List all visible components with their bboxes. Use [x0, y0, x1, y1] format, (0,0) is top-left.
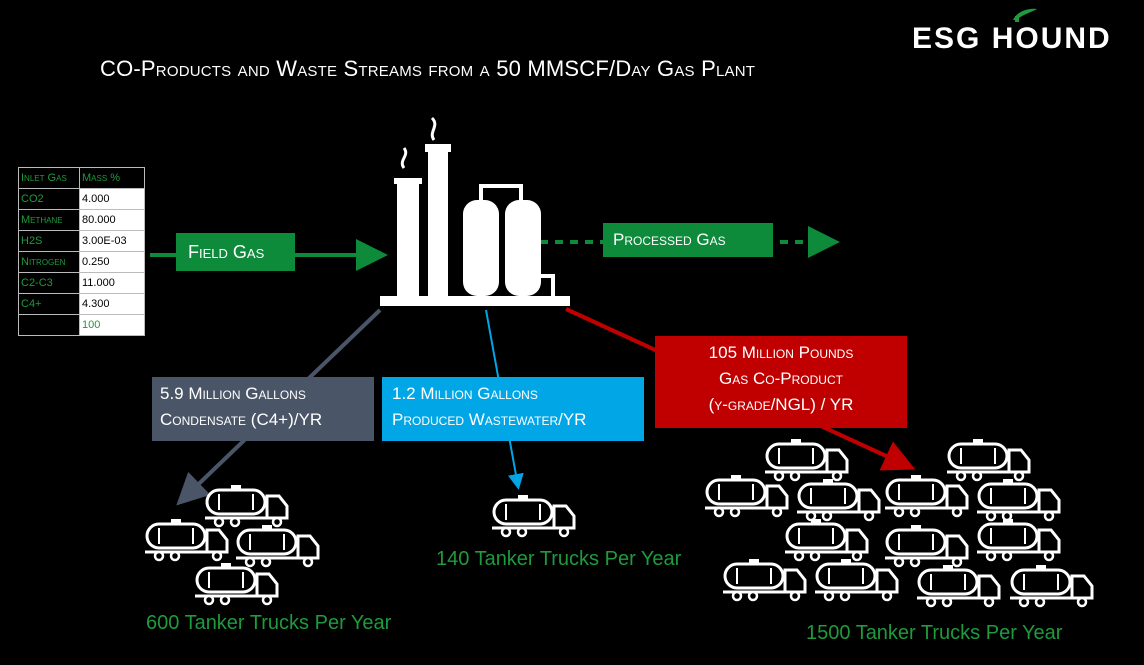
tanker-truck-icon: [145, 519, 229, 562]
gas-coproduct-truck-count: 1500 Tanker Trucks Per Year: [806, 622, 1063, 644]
tanker-truck-icon: [917, 565, 1001, 608]
tanker-truck-icon: [205, 485, 289, 528]
gas-coproduct-line2: Gas Co-Product: [719, 369, 843, 388]
gas-coproduct-line1: 105 Million Pounds: [708, 343, 854, 362]
table-row: C4+4.300: [18, 293, 145, 315]
tanker-truck-icon: [705, 475, 789, 518]
tanker-truck-icon: [885, 475, 969, 518]
condensate-line2: Condensate (C4+)/YR: [160, 410, 323, 429]
page-title: CO-Products and Waste Streams from a 50 …: [100, 56, 756, 81]
total-value: 100: [79, 314, 145, 336]
gas-coproduct-box: 105 Million Pounds Gas Co-Product (y-gra…: [655, 336, 907, 428]
tanker-truck-icon: [885, 525, 969, 568]
wastewater-truck-count: 140 Tanker Trucks Per Year: [436, 548, 682, 570]
logo-leaf-icon: [1013, 8, 1037, 22]
component-name: Methane: [18, 209, 80, 231]
tanker-truck-icon: [815, 559, 899, 602]
tanker-truck-icon: [977, 479, 1061, 522]
gas-coproduct-trucks: [705, 439, 1094, 608]
component-value: 4.300: [79, 293, 145, 315]
tanker-truck-icon: [1010, 565, 1094, 608]
gas-coproduct-line3: (y-grade/NGL) / YR: [708, 395, 854, 414]
wastewater-trucks: [492, 495, 576, 538]
tanker-truck-icon: [723, 559, 807, 602]
tanker-truck-icon: [797, 479, 881, 522]
condensate-truck-count: 600 Tanker Trucks Per Year: [146, 612, 392, 634]
component-name: H2S: [18, 230, 80, 252]
component-value: 4.000: [79, 188, 145, 210]
condensate-trucks: [145, 485, 320, 606]
brand-logo: ESG HOUND: [912, 22, 1112, 55]
condensate-box: 5.9 Million Gallons Condensate (C4+)/YR: [152, 377, 374, 441]
component-value: 11.000: [79, 272, 145, 294]
component-name: C4+: [18, 293, 80, 315]
condensate-line1: 5.9 Million Gallons: [160, 384, 306, 403]
tanker-truck-icon: [236, 525, 320, 568]
processed-gas-label: Processed Gas: [603, 223, 773, 257]
wastewater-box: 1.2 Million Gallons Produced Wastewater/…: [382, 377, 644, 441]
gas-plant-icon: [380, 116, 570, 306]
field-gas-label: Field Gas: [176, 233, 295, 271]
wastewater-line1: 1.2 Million Gallons: [392, 384, 538, 403]
tanker-truck-icon: [492, 495, 576, 538]
tanker-truck-icon: [195, 563, 279, 606]
tanker-truck-icon: [947, 439, 1031, 482]
tanker-truck-icon: [765, 439, 849, 482]
header-mass-pct: Mass %: [79, 167, 145, 189]
tanker-truck-icon: [977, 519, 1061, 562]
wastewater-line2: Produced Wastewater/YR: [392, 410, 587, 429]
component-value: 3.00E-03: [79, 230, 145, 252]
table-total-row: 100: [18, 314, 145, 336]
tanker-truck-icon: [785, 519, 869, 562]
